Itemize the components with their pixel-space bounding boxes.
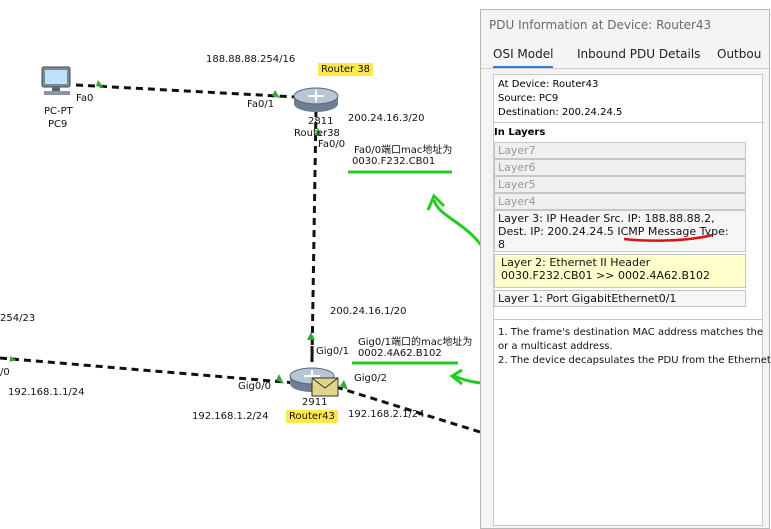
layer2-row[interactable]: Layer 2: Ethernet II Header 0030.F232.CB… [494,254,746,288]
pc-model-label: PC-PT [44,106,73,117]
link-up-indicator [10,356,16,362]
layer2-line2: 0030.F232.CB01 >> 0002.4A62.B102 [501,269,711,282]
layer2-line1: Layer 2: Ethernet II Header [501,256,651,269]
layer4-row[interactable]: Layer4 [494,193,746,210]
link-router38-router43 [310,109,318,361]
in-layers-heading: In Layers [494,127,546,138]
pc-icon [41,66,71,95]
port-label: Gig0/2 [354,373,387,384]
port-label: Gig0/1 [316,346,349,357]
pdu-information-window: PDU Information at Device: Router43 OSI … [480,9,771,529]
layer5-row[interactable]: Layer5 [494,176,746,193]
destination-text: Destination: 200.24.24.5 [498,107,623,118]
annotation-fa00-line2: 0030.F232.CB01 [352,156,436,167]
layer3-line3: 8 [498,238,505,251]
layer1-row[interactable]: Layer 1: Port GigabitEthernet0/1 [494,290,746,307]
port-label: Gig0/0 [238,381,271,392]
link-up-indicator [276,374,284,384]
annotation-gig01-line1: Gig0/1端口的mac地址为 [358,337,473,348]
link-left-router43 [0,356,297,385]
layer3-row[interactable]: Layer 3: IP Header Src. IP: 188.88.88.2,… [494,210,746,252]
pdu-envelope-icon [311,377,339,397]
description-line: 1. The frame's destination MAC address m… [498,327,763,338]
ip-label: 188.88.88.254/16 [206,54,296,65]
layer3-line2: Dest. IP: 200.24.24.5 ICMP Message Type: [498,225,729,238]
ip-label: 192.168.2.1/24 [348,409,425,420]
link-up-indicator [272,90,280,98]
router38-model-label: 2811 [308,116,334,127]
link-up-indicator [340,380,348,390]
ip-label: 254/23 [0,313,36,324]
port-label: Fa0/1 [247,99,275,110]
layer-description-box: 1. The frame's destination MAC address m… [494,319,771,525]
source-text: Source: PC9 [498,93,559,104]
port-label: /0 [0,367,10,378]
router43-model-label: 2911 [302,397,328,408]
ip-label: 192.168.1.2/24 [192,411,269,422]
link-up-indicator [96,80,104,88]
layer6-row[interactable]: Layer6 [494,159,746,176]
link-up-indicator [307,332,315,340]
osi-model-panel: At Device: Router43 Source: PC9 Destinat… [493,74,771,526]
router38-name-label: Router38 [294,128,340,139]
description-line: or a multicast address. [498,341,613,352]
layer7-row[interactable]: Layer7 [494,142,746,159]
at-device-text: At Device: Router43 [498,79,599,90]
router38-callout: Router 38 [318,63,374,76]
pc-name-label: PC9 [48,119,68,130]
device-info-box: At Device: Router43 Source: PC9 Destinat… [494,75,764,123]
port-label: Fa0 [76,93,94,104]
tab-inbound-pdu-details[interactable]: Inbound PDU Details [577,47,701,61]
tab-osi-model[interactable]: OSI Model [493,46,554,68]
ip-label: 200.24.16.3/20 [348,113,425,124]
link-pc9-router38 [75,83,297,99]
ip-label: 200.24.16.1/20 [330,306,407,317]
router43-name-label: Router43 [286,410,338,423]
annotation-gig01-line2: 0002.4A62.B102 [358,348,442,359]
router-icon [289,367,335,392]
port-label: Fa0/0 [318,139,346,150]
description-line: 2. The device decapsulates the PDU from … [498,355,771,366]
router-icon [293,87,339,112]
window-title: PDU Information at Device: Router43 [489,18,712,32]
annotation-fa00-line1: Fa0/0端口mac地址为 [354,145,453,156]
tab-bar: OSI Model Inbound PDU Details Outbou [481,46,771,69]
ip-label: 192.168.1.1/24 [8,387,85,398]
layer3-line1: Layer 3: IP Header Src. IP: 188.88.88.2, [498,212,715,225]
tab-outbound-pdu-details[interactable]: Outbou [717,47,762,61]
